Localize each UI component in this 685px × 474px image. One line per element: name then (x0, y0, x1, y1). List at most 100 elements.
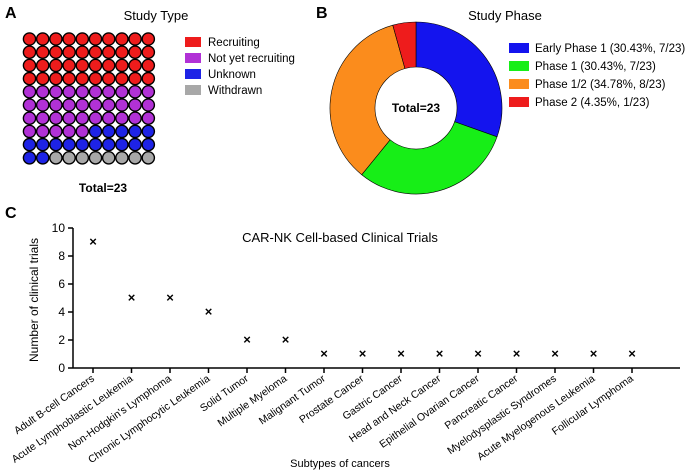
waffle-cell (101, 124, 116, 139)
waffle-cell (115, 58, 129, 73)
waffle-cell (35, 71, 50, 86)
waffle-cell (141, 45, 156, 60)
waffle-cell (49, 45, 63, 60)
waffle-cell (88, 137, 103, 152)
donut-slice (392, 21, 417, 69)
waffle-cell (88, 85, 103, 99)
waffle-cell (49, 124, 63, 139)
data-point: × (551, 346, 559, 361)
panel-c: C CAR-NK Cell-based Clinical Trials 0246… (5, 205, 680, 470)
waffle-cell (88, 124, 103, 139)
data-point: × (628, 346, 636, 361)
y-tick-label: 10 (52, 221, 66, 235)
waffle-cell (101, 85, 116, 99)
y-tick-label: 8 (58, 249, 65, 263)
waffle-cell (141, 124, 156, 139)
legend-swatch (509, 97, 529, 107)
waffle-cell (35, 45, 50, 60)
waffle-cell (115, 111, 129, 125)
waffle-cell (101, 45, 116, 60)
waffle-grid (22, 32, 156, 165)
waffle-cell (35, 150, 50, 165)
waffle-cell (35, 137, 50, 152)
legend-swatch (185, 53, 201, 63)
waffle-cell (75, 85, 90, 99)
waffle-cell (22, 85, 37, 99)
waffle-cell (49, 137, 63, 152)
waffle-cell (101, 150, 116, 165)
waffle-cell (141, 150, 156, 165)
waffle-cell (49, 111, 63, 125)
legend-label: Withdrawn (208, 85, 262, 97)
waffle-cell (22, 71, 37, 86)
waffle-cell (128, 137, 142, 152)
waffle-cell (101, 32, 116, 46)
waffle-cell (75, 111, 90, 125)
data-point: × (436, 346, 444, 361)
waffle-cell (101, 71, 116, 86)
waffle-cell (49, 32, 63, 46)
legend-swatch (509, 43, 529, 53)
waffle-cell (22, 32, 37, 46)
donut-slice (415, 21, 503, 138)
waffle-cell (75, 98, 90, 112)
waffle-cell (35, 111, 50, 125)
waffle-cell (128, 45, 142, 60)
waffle-cell (115, 150, 129, 165)
legend-label: Phase 1/2 (34.78%, 8/23) (535, 79, 666, 91)
y-tick-label: 4 (58, 305, 65, 319)
waffle-cell (62, 124, 76, 139)
waffle-cell (35, 98, 50, 112)
y-tick-label: 0 (58, 361, 65, 375)
data-point: × (474, 346, 482, 361)
x-axis-label: Subtypes of cancers (290, 458, 390, 470)
data-point: × (282, 332, 290, 347)
waffle-cell (49, 85, 63, 99)
legend-label: Recruiting (208, 37, 260, 49)
legend-label: Phase 1 (30.43%, 7/23) (535, 61, 656, 73)
waffle-cell (128, 111, 142, 125)
legend-swatch (185, 37, 201, 47)
waffle-cell (128, 85, 142, 99)
waffle-cell (75, 124, 90, 139)
legend-swatch (185, 69, 201, 79)
panel-a-title: Study Type (124, 8, 189, 23)
waffle-cell (35, 58, 50, 73)
waffle-cell (101, 137, 116, 152)
waffle-cell (75, 58, 90, 73)
waffle-cell (35, 32, 50, 46)
data-point: × (243, 332, 251, 347)
waffle-cell (62, 58, 76, 73)
waffle-cell (88, 71, 103, 86)
panel-a-letter: A (5, 5, 17, 22)
legend-label: Phase 2 (4.35%, 1/23) (535, 97, 650, 109)
waffle-cell (62, 45, 76, 60)
waffle-cell (62, 85, 76, 99)
waffle-cell (62, 32, 76, 46)
panel-c-title: CAR-NK Cell-based Clinical Trials (242, 230, 438, 245)
waffle-cell (101, 98, 116, 112)
waffle-cell (128, 32, 142, 46)
waffle-cell (88, 150, 103, 165)
donut-legend: Early Phase 1 (30.43%, 7/23)Phase 1 (30.… (509, 43, 685, 109)
waffle-cell (115, 137, 129, 152)
waffle-cell (49, 150, 63, 165)
legend-swatch (185, 85, 201, 95)
legend-swatch (509, 61, 529, 71)
x-tick-label: Prostate Cancer (297, 372, 366, 426)
waffle-cell (141, 85, 156, 99)
waffle-cell (128, 71, 142, 86)
waffle-cell (62, 98, 76, 112)
panel-b-title: Study Phase (468, 8, 542, 23)
waffle-cell (88, 98, 103, 112)
waffle-cell (62, 150, 76, 165)
waffle-cell (35, 85, 50, 99)
data-point: × (89, 234, 97, 249)
waffle-cell (128, 150, 142, 165)
waffle-cell (75, 32, 90, 46)
waffle-cell (101, 111, 116, 125)
waffle-cell (141, 137, 156, 152)
waffle-cell (115, 124, 129, 139)
